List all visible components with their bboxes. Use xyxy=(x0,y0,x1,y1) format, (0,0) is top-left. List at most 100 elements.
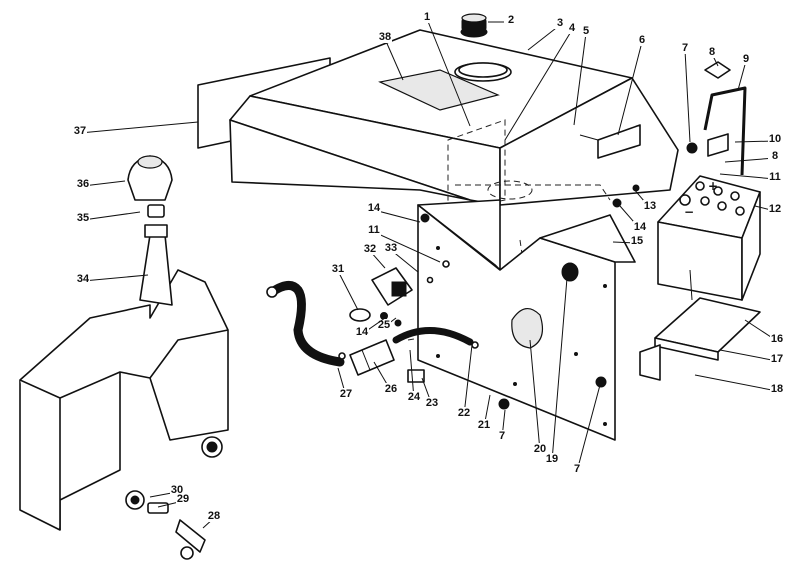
callout-c8a: 8 xyxy=(709,46,715,58)
part-34-fuel-tank xyxy=(19,224,229,531)
callout-bg-c10 xyxy=(768,133,782,145)
callout-bg-c37 xyxy=(73,125,87,137)
callout-bg-c11b xyxy=(367,224,381,236)
callout-c37: 37 xyxy=(74,125,86,137)
callout-bg-c34 xyxy=(76,273,90,285)
callout-bg-c7a xyxy=(678,42,692,54)
callout-bg-c27 xyxy=(339,388,353,400)
callout-c17: 17 xyxy=(771,353,783,365)
callout-c19: 19 xyxy=(546,453,558,465)
callout-c22: 22 xyxy=(458,407,470,419)
leader-line-c18 xyxy=(694,374,778,392)
callout-c36: 36 xyxy=(77,178,89,190)
callout-bg-c4 xyxy=(565,22,579,34)
callout-bg-c15 xyxy=(630,235,644,247)
leader-line-c4 xyxy=(504,29,573,141)
callout-c24: 24 xyxy=(408,391,421,403)
callout-c14b: 14 xyxy=(356,326,369,338)
callout-c9: 9 xyxy=(743,53,749,65)
leader-line-c38 xyxy=(384,38,404,81)
callout-c34: 34 xyxy=(77,273,90,285)
part-24-hose xyxy=(392,327,474,346)
leader-line-c5 xyxy=(573,32,587,126)
part-3-cover xyxy=(229,29,679,206)
leader-line-c7a xyxy=(684,49,691,143)
battery-positive-sign: + xyxy=(708,179,718,193)
callout-c13: 13 xyxy=(644,200,656,212)
callout-bg-c24 xyxy=(407,391,421,403)
part-6-bracket xyxy=(579,124,641,159)
callout-c1: 1 xyxy=(424,11,430,23)
callout-c10: 10 xyxy=(769,133,781,145)
callout-c25: 25 xyxy=(378,319,390,331)
leader-line-c7b xyxy=(576,384,601,472)
callout-bg-c14c xyxy=(367,202,381,214)
part-26-filter xyxy=(338,339,395,376)
callout-c4: 4 xyxy=(569,22,576,34)
leader-line-c37 xyxy=(79,121,199,134)
part-35-36-filler xyxy=(127,155,173,218)
leader-line-c31 xyxy=(337,270,359,311)
part-9-rod xyxy=(703,86,747,176)
leader-line-c3 xyxy=(527,24,561,51)
part-16-tray xyxy=(639,269,761,381)
callout-c16: 16 xyxy=(771,333,783,345)
callout-c7c: 7 xyxy=(499,430,505,442)
leader-line-c22 xyxy=(463,344,473,416)
callout-bg-c21 xyxy=(477,419,491,431)
callout-c26: 26 xyxy=(385,383,397,395)
leader-line-c35 xyxy=(82,211,141,221)
callout-c31: 31 xyxy=(332,263,344,275)
callout-c14c: 14 xyxy=(368,202,381,214)
callout-bg-c8a xyxy=(705,46,719,58)
callout-bg-c33 xyxy=(384,242,398,254)
callout-c8b: 8 xyxy=(772,150,778,162)
callout-c15: 15 xyxy=(631,235,643,247)
callout-c7b: 7 xyxy=(574,463,580,475)
callout-bg-c31 xyxy=(331,263,345,275)
callout-c23: 23 xyxy=(426,397,438,409)
callout-c14a: 14 xyxy=(634,221,647,233)
callout-c7a: 7 xyxy=(682,42,688,54)
callout-bg-c9 xyxy=(739,53,753,65)
callout-c32: 32 xyxy=(364,243,376,255)
callout-c12: 12 xyxy=(769,203,781,215)
leader-line-c14c xyxy=(373,209,421,223)
callout-c29: 29 xyxy=(177,493,189,505)
callout-c5: 5 xyxy=(583,25,589,37)
battery-negative-sign: − xyxy=(684,205,694,219)
part-7-nut-top xyxy=(686,142,698,154)
part-15-panel xyxy=(417,199,636,441)
callout-bg-c5 xyxy=(579,25,593,37)
callout-bg-c19 xyxy=(545,453,559,465)
callout-bg-c25 xyxy=(377,319,391,331)
callout-bg-c29 xyxy=(176,493,190,505)
leader-line-c9 xyxy=(737,60,747,91)
leader-line-c20 xyxy=(529,339,541,452)
callout-c20: 20 xyxy=(534,443,546,455)
leader-line-c11a xyxy=(719,173,776,180)
callout-c35: 35 xyxy=(77,212,89,224)
callout-c6: 6 xyxy=(639,34,645,46)
callout-c27: 27 xyxy=(340,388,352,400)
callout-bg-c8b xyxy=(768,150,782,162)
callout-bg-c16 xyxy=(770,333,784,345)
callout-bg-c20 xyxy=(533,443,547,455)
callout-c3: 3 xyxy=(557,17,563,29)
part-8-wingnut xyxy=(704,61,731,79)
callout-bg-c35 xyxy=(76,212,90,224)
callout-c28: 28 xyxy=(208,510,220,522)
callout-bg-c14a xyxy=(633,221,647,233)
part-28-29-30-fitting xyxy=(147,502,206,560)
callout-bg-c7c xyxy=(495,430,509,442)
callout-bg-c11a xyxy=(768,171,782,183)
part-32-pump xyxy=(349,267,413,327)
part-12-battery: − + xyxy=(657,175,761,301)
callout-bg-c36 xyxy=(76,178,90,190)
callout-c11b: 11 xyxy=(368,224,380,236)
leader-line-c1 xyxy=(426,18,471,127)
leader-line-c8b xyxy=(724,157,776,163)
leader-line-c6 xyxy=(617,41,643,136)
